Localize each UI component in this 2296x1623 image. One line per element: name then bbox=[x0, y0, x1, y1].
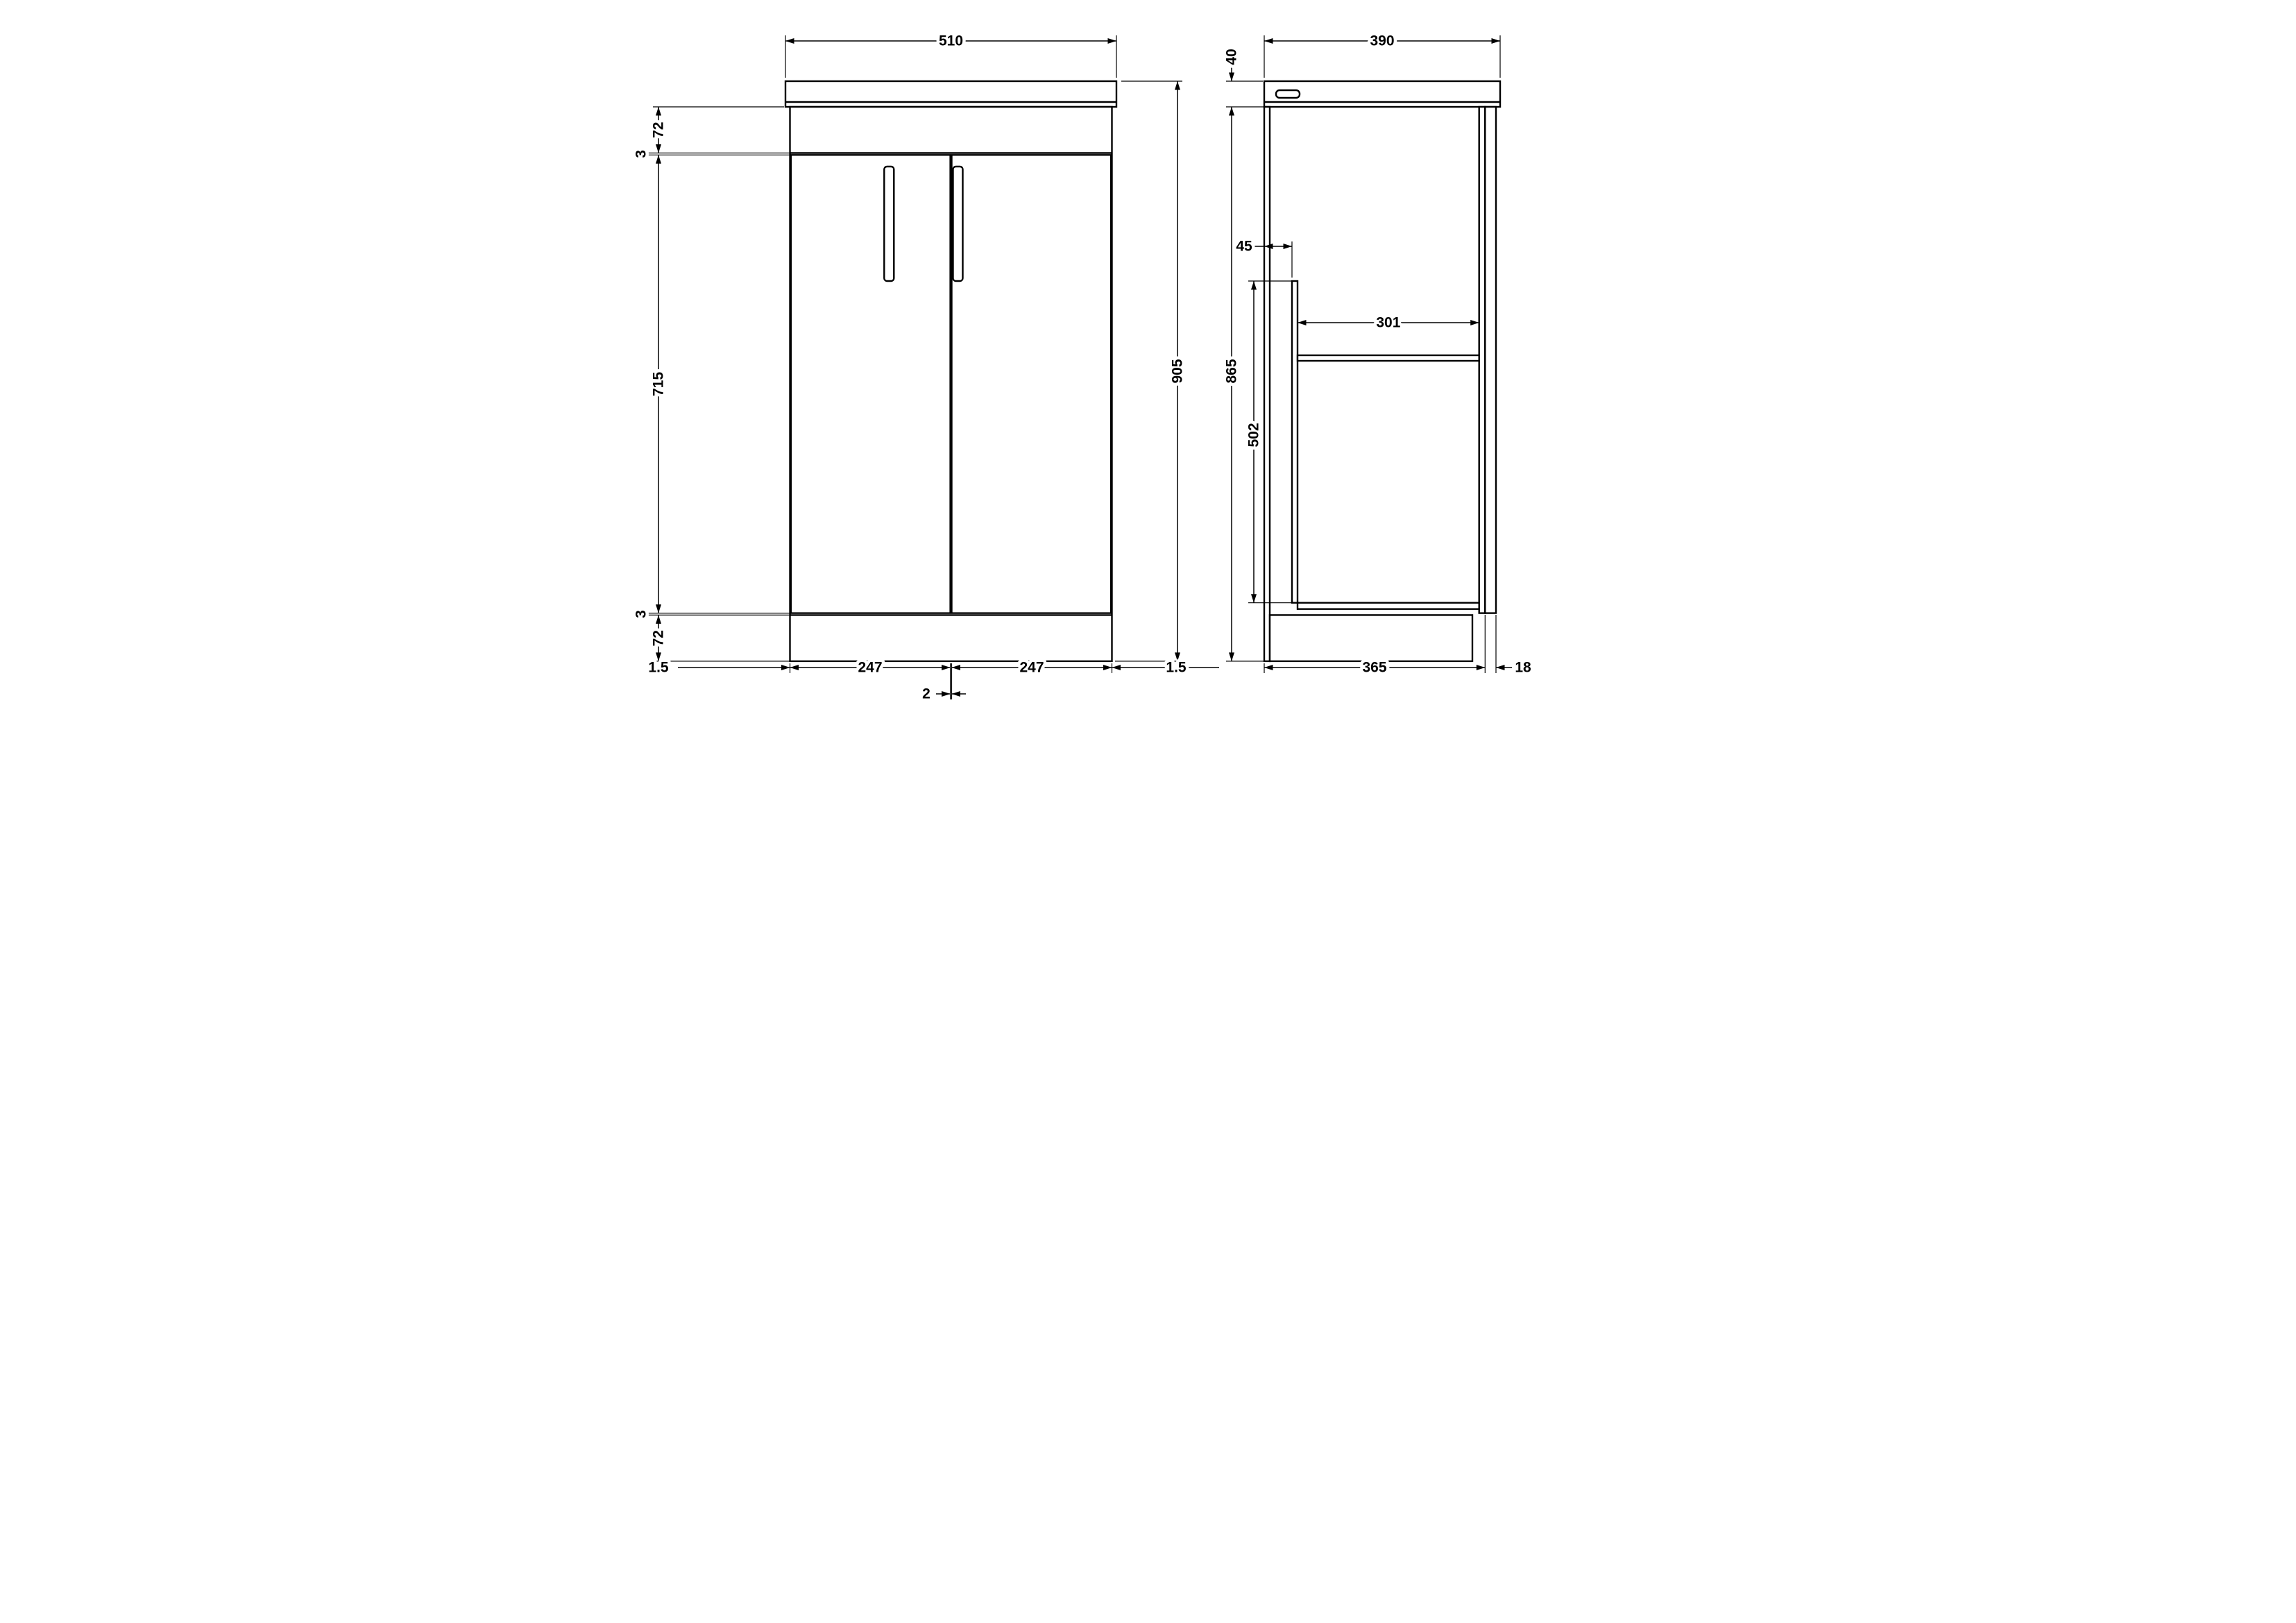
dim-label-overall-depth: 390 bbox=[1370, 33, 1394, 49]
dim-internal-depth: 301 bbox=[1298, 312, 1479, 334]
dim-label-overall-width: 510 bbox=[939, 33, 963, 49]
front-view: 510 72 3 715 3 72 bbox=[630, 30, 1219, 705]
dim-label-cabinet-depth: 365 bbox=[1362, 660, 1386, 676]
side-back-upright bbox=[1263, 105, 1271, 663]
side-door-profile bbox=[1484, 105, 1497, 614]
right-door-handle bbox=[952, 165, 964, 282]
dim-label-internal-depth: 301 bbox=[1376, 315, 1400, 331]
dim-overall-width: 510 bbox=[785, 30, 1117, 78]
dim-left-chain: 72 3 715 3 72 bbox=[630, 106, 790, 662]
dim-label-plinth-height: 72 bbox=[651, 630, 667, 646]
dim-label-left-door-width: 247 bbox=[858, 660, 882, 676]
dim-overall-height: 905 bbox=[1115, 80, 1189, 662]
left-door-handle bbox=[883, 165, 895, 282]
vanity-unit-drawing: 510 72 3 715 3 72 bbox=[574, 0, 1722, 812]
side-plinth bbox=[1268, 614, 1474, 663]
front-cabinet bbox=[784, 80, 1118, 663]
technical-drawing-page: 510 72 3 715 3 72 bbox=[574, 0, 1722, 812]
side-front-upright bbox=[1478, 105, 1486, 614]
front-right-door bbox=[951, 154, 1112, 614]
dim-label-worktop-to-rail: 72 bbox=[651, 122, 667, 138]
dim-back-void: 45 bbox=[1233, 235, 1293, 278]
overflow-slot bbox=[1275, 89, 1301, 99]
dim-left-side-chain: 40 865 bbox=[1221, 46, 1264, 662]
dim-label-worktop-thickness: 40 bbox=[1224, 49, 1240, 65]
front-dimensions: 510 72 3 715 3 72 bbox=[630, 30, 1219, 705]
side-cabinet bbox=[1263, 80, 1502, 663]
side-dimensions: 390 40 865 45 301 bbox=[1221, 30, 1534, 679]
dim-label-door-thickness: 18 bbox=[1515, 660, 1531, 676]
dim-label-cabinet-height: 865 bbox=[1224, 359, 1240, 383]
dim-label-door-gap: 2 bbox=[922, 686, 930, 702]
dim-internal-height: 502 bbox=[1243, 280, 1298, 604]
front-left-door bbox=[790, 154, 951, 614]
dim-label-bottom-gap: 3 bbox=[633, 610, 649, 618]
dim-label-top-gap: 3 bbox=[633, 150, 649, 158]
dim-label-door-height: 715 bbox=[651, 372, 667, 396]
dim-label-back-void: 45 bbox=[1236, 239, 1252, 255]
dim-label-overall-height: 905 bbox=[1170, 359, 1186, 383]
side-bottom-shelf bbox=[1296, 602, 1480, 610]
dim-label-left-panel: 1.5 bbox=[648, 660, 669, 676]
dim-bottom-chain: 1.5 247 247 1.5 bbox=[645, 656, 1219, 699]
dim-door-gap: 2 bbox=[919, 683, 966, 705]
side-mid-shelf bbox=[1296, 354, 1480, 362]
dim-overall-depth: 390 bbox=[1264, 30, 1501, 78]
dim-label-right-door-width: 247 bbox=[1019, 660, 1044, 676]
side-view: 390 40 865 45 301 bbox=[1221, 30, 1534, 679]
dim-bottom-side-chain: 365 18 bbox=[1264, 615, 1534, 679]
dim-label-right-panel: 1.5 bbox=[1166, 660, 1187, 676]
side-back-panel bbox=[1291, 280, 1299, 604]
front-worktop bbox=[784, 80, 1118, 108]
dim-label-internal-height: 502 bbox=[1246, 423, 1262, 447]
